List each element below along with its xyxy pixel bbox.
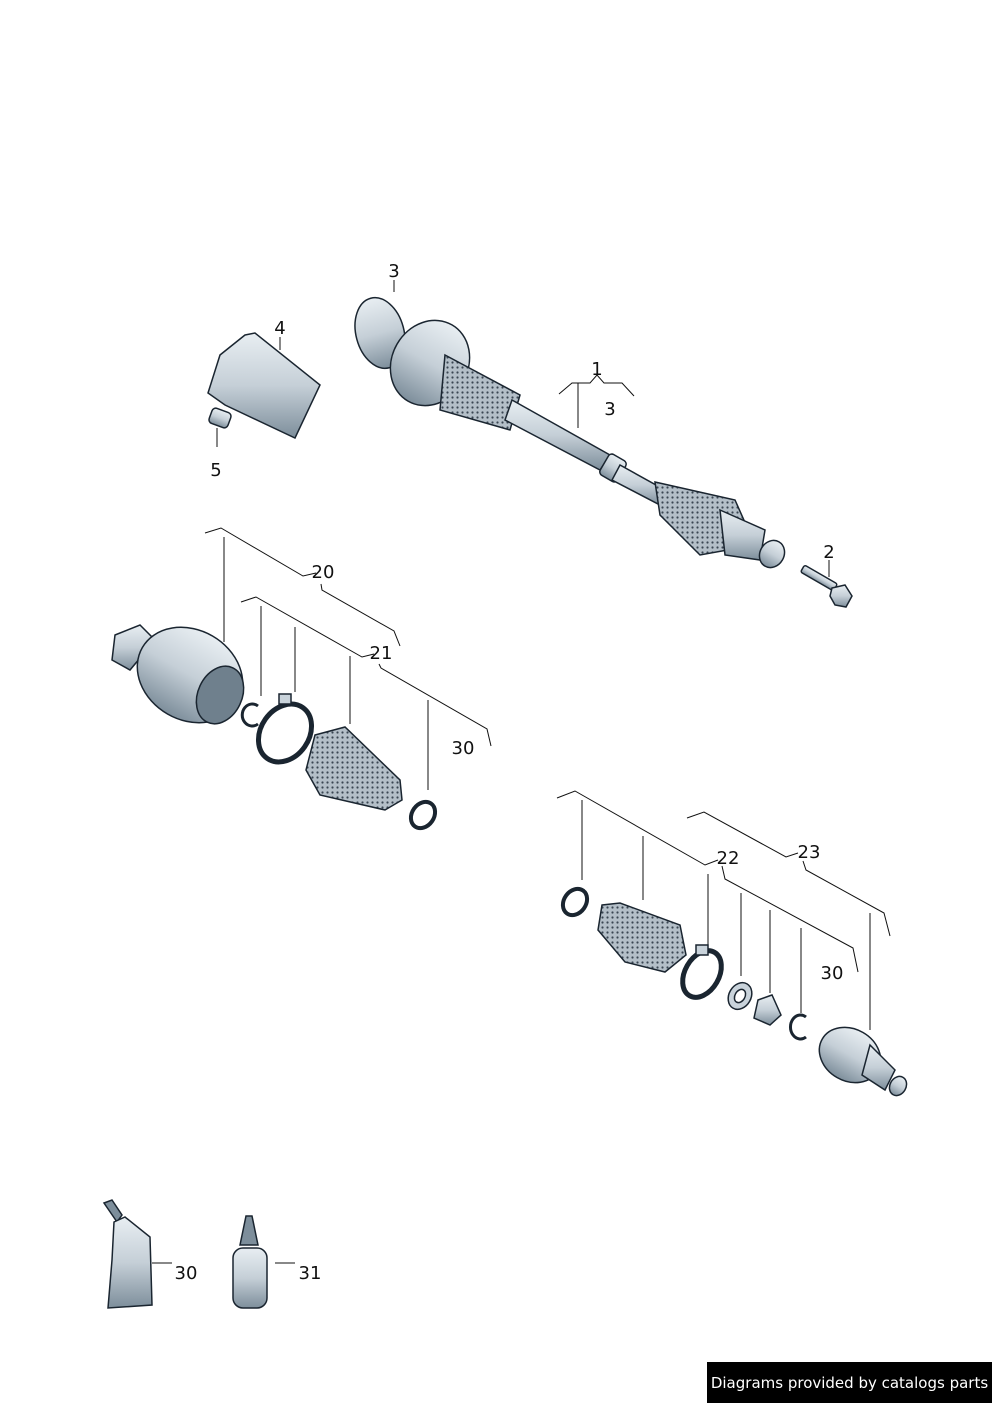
grease-tube[interactable] bbox=[102, 1199, 153, 1309]
inner-boot[interactable] bbox=[305, 726, 403, 811]
washer[interactable] bbox=[723, 978, 756, 1013]
drive-shaft-assembly[interactable] bbox=[348, 292, 790, 572]
boot-clamp-large-2[interactable] bbox=[675, 944, 729, 1004]
outer-boot[interactable] bbox=[597, 902, 687, 973]
sealant-bottle[interactable] bbox=[232, 1215, 268, 1309]
callout-30-inner: 30 bbox=[451, 738, 475, 759]
callout-23: 23 bbox=[797, 842, 821, 863]
heat-shield[interactable] bbox=[207, 332, 321, 439]
outer-cv-joint[interactable] bbox=[809, 1016, 910, 1098]
boot-clamp-large[interactable] bbox=[248, 693, 323, 772]
callout-30-outer: 30 bbox=[820, 963, 844, 984]
callout-30-tube: 30 bbox=[174, 1263, 198, 1284]
callout-3-qty: 3 bbox=[604, 399, 616, 420]
boot-clamp-small-2[interactable] bbox=[558, 884, 592, 920]
callout-22: 22 bbox=[716, 848, 740, 869]
callout-31: 31 bbox=[298, 1263, 322, 1284]
dished-spring[interactable] bbox=[753, 994, 782, 1026]
callout-3: 3 bbox=[388, 261, 400, 282]
plug[interactable] bbox=[208, 407, 232, 429]
callout-5: 5 bbox=[210, 460, 222, 481]
bolt[interactable] bbox=[800, 565, 853, 608]
leader-lines bbox=[152, 280, 891, 1264]
callout-1: 1 bbox=[591, 359, 603, 380]
callout-20: 20 bbox=[311, 562, 335, 583]
footer-credit: Diagrams provided by catalogs parts bbox=[707, 1362, 992, 1403]
circlip-2[interactable] bbox=[788, 1013, 807, 1041]
callout-2: 2 bbox=[823, 542, 835, 563]
boot-clamp-small[interactable] bbox=[406, 797, 440, 833]
circlip[interactable] bbox=[240, 702, 259, 728]
callout-4: 4 bbox=[274, 318, 286, 339]
inner-cv-joint[interactable] bbox=[111, 609, 260, 742]
callout-21: 21 bbox=[369, 643, 393, 664]
